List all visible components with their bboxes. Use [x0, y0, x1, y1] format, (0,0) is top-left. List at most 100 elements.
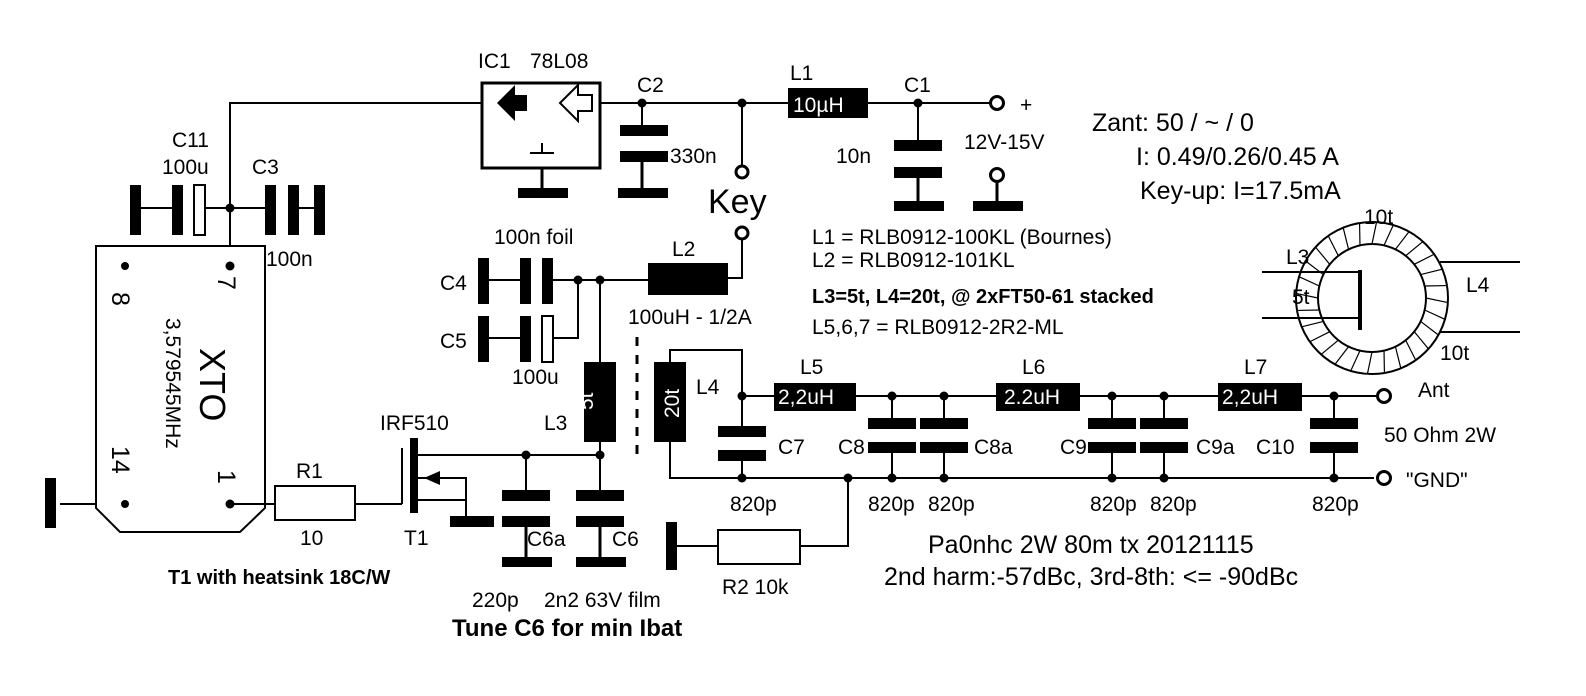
ic1-regulator: IC1 78L08	[478, 50, 602, 198]
l2-ref: L2	[672, 238, 695, 261]
supply-rail: +	[229, 94, 1032, 208]
supply-minus-terminal: 12V-15V	[964, 131, 1045, 211]
t1-note: T1 with heatsink 18C/W	[168, 567, 390, 589]
l7-value: 2,2uH	[1222, 386, 1278, 409]
toroid-turn	[1309, 331, 1331, 343]
c11-ref: C11	[172, 129, 209, 152]
l6-ref: L6	[1022, 356, 1045, 379]
toroid-turn	[1405, 339, 1417, 361]
resistor-r2: R2 10k	[666, 473, 853, 599]
xto-ground-symbol	[45, 478, 56, 528]
c9-value: 820p	[1090, 493, 1137, 516]
toroid-turn	[1350, 350, 1361, 372]
antenna-label: Ant	[1418, 379, 1450, 402]
resistor-r1: R1 10	[230, 460, 402, 550]
zant-measurement: Zant: 50 / ~ / 0	[1092, 109, 1254, 137]
c7-ref: C7	[778, 436, 805, 459]
capacitor-c2: C2 330n	[618, 74, 717, 198]
capacitor-c9	[1088, 396, 1136, 483]
ic1-part: 78L08	[530, 50, 588, 73]
t1-ref: T1	[404, 527, 429, 550]
inductor-l2: L2 100uH - 1/2A	[628, 238, 752, 329]
ic1-ref: IC1	[478, 50, 511, 73]
toroid-turn	[1424, 309, 1446, 320]
c1-value: 10n	[836, 145, 871, 168]
ic1-ground-symbol	[518, 188, 568, 198]
r1-ref: R1	[296, 460, 323, 483]
capacitor-c10	[1310, 396, 1358, 483]
toroid-l3-label: L3	[1286, 246, 1309, 269]
title-block: Pa0nhc 2W 80m tx 20121115 2nd harm:-57dB…	[884, 531, 1298, 591]
supply-plus: +	[1020, 94, 1032, 117]
l6-value: 2.2uH	[1004, 386, 1060, 409]
c8a-ref: C8a	[974, 436, 1013, 459]
toroid-transformer: L3 5t L4 10t 10t	[1262, 206, 1520, 375]
toroid-turn	[1420, 268, 1443, 276]
r1-value: 10	[300, 527, 323, 550]
c3-value: 100n	[266, 248, 313, 271]
inductor-l6	[996, 383, 1080, 411]
inductor-l5	[774, 383, 856, 411]
note-l2: L2 = RLB0912-101KL	[812, 249, 1015, 272]
l1-ref: L1	[790, 62, 813, 85]
inductor-l1: 10µH L1	[788, 62, 868, 118]
t1-ground-symbol	[450, 516, 494, 527]
xto-pin8: 8	[106, 292, 134, 306]
toroid-turn	[1371, 222, 1378, 245]
note-l1: L1 = RLB0912-100KL (Bournes)	[812, 226, 1112, 249]
toroid-turn	[1413, 331, 1429, 350]
c4-ref: C4	[440, 272, 467, 295]
c5-value: 100u	[512, 366, 559, 389]
key-jack: Key	[706, 103, 767, 279]
l1-value: 10µH	[793, 94, 844, 117]
load-label: 50 Ohm 2W	[1384, 424, 1496, 447]
toroid-turn	[1327, 235, 1339, 257]
l5-value: 2,2uH	[778, 386, 834, 409]
capacitor-c1: C1 10n	[836, 74, 944, 211]
xto-pin1: 1	[212, 470, 240, 484]
toroid-bottom-turns: 10t	[1440, 342, 1469, 365]
xto-oscillator: 8 7 14 1 XTO 3,579545MHz	[45, 245, 266, 533]
l5-ref: L5	[800, 356, 823, 379]
toroid-l4-label: L4	[1466, 274, 1490, 297]
capacitors-c6a-c6: C6a C6 220p 2n2 63V film Tune C6 for min…	[452, 455, 682, 642]
toroid-turn	[1394, 346, 1402, 369]
toroid-turn	[1420, 320, 1439, 336]
c8-value: 820p	[868, 493, 915, 516]
c8-ref: C8	[838, 436, 865, 459]
toroid-5t-label: 5t	[1292, 286, 1310, 309]
c9a-ref: C9a	[1196, 436, 1235, 459]
c3-ref: C3	[252, 156, 279, 179]
toroid-turn	[1301, 320, 1324, 328]
toroid-turn	[1366, 351, 1373, 374]
t1-part: IRF510	[380, 412, 449, 435]
gnd-terminal	[1376, 470, 1392, 486]
key-label: Key	[708, 183, 767, 221]
c6-ref: C6	[612, 528, 639, 551]
toroid-turn	[1405, 241, 1424, 257]
harmonics-note: 2nd harm:-57dBc, 3rd-8th: <= -90dBc	[884, 563, 1298, 591]
c7-value: 820p	[730, 493, 777, 516]
toroid-turn	[1320, 339, 1339, 355]
capacitors-c4-c5: C4 100n foil C5 100u	[440, 226, 650, 389]
l3-ref: L3	[544, 412, 567, 435]
l2-value: 100uH - 1/2A	[628, 306, 752, 329]
transformer-l3-l4: 5t L3 20t L4	[544, 280, 1374, 479]
capacitor-c9a	[1140, 396, 1188, 483]
l4-ref: L4	[696, 376, 720, 399]
toroid-turn	[1383, 224, 1394, 246]
capacitor-c8	[868, 396, 916, 483]
c6a-value: 220p	[472, 589, 519, 612]
xto-frequency: 3,579545MHz	[161, 318, 184, 449]
toroid-turn	[1296, 292, 1319, 299]
supply-plus-terminal	[989, 95, 1005, 111]
c2-value: 330n	[670, 145, 717, 168]
tune-note: Tune C6 for min Ibat	[452, 615, 682, 642]
c10-ref: C10	[1256, 436, 1295, 459]
current-measurement: I: 0.49/0.26/0.45 A	[1136, 143, 1339, 171]
r2-label: R2 10k	[722, 576, 789, 599]
toroid-turn	[1342, 227, 1350, 250]
toroid-turn	[1413, 253, 1435, 265]
c6a-ref: C6a	[527, 528, 566, 551]
